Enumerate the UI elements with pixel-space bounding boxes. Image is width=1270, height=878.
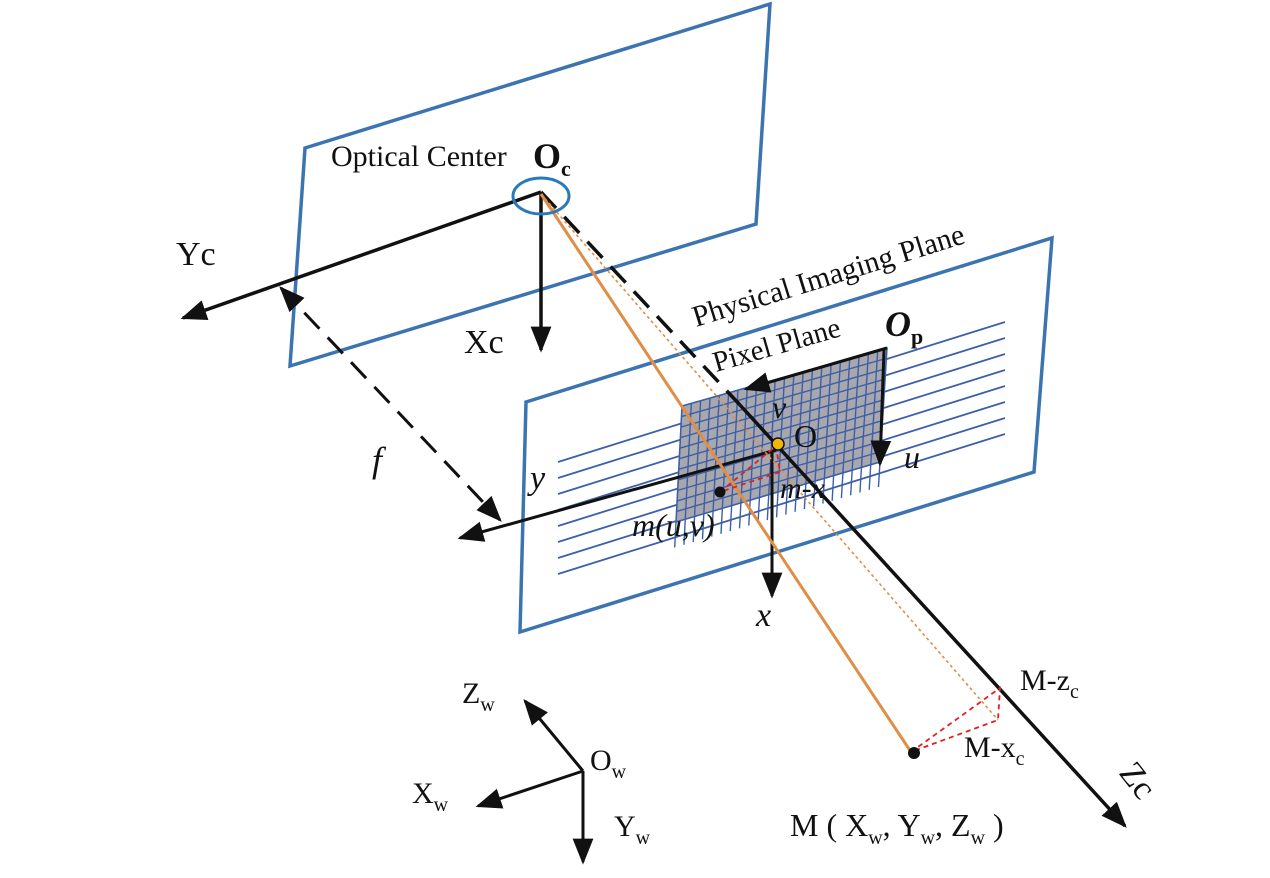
physical-imaging-plane — [518, 235, 1054, 635]
pixel-grid-tick — [868, 464, 872, 490]
pixel-grid-column — [693, 400, 702, 517]
pixel-grid-tick — [692, 516, 696, 543]
pixel-grid-tick — [877, 461, 881, 488]
pixel-grid-column — [712, 395, 720, 512]
projection-ray-dotted — [540, 193, 999, 721]
o-label: O — [794, 418, 817, 454]
pixel-grid-row — [679, 399, 885, 460]
u-axis — [870, 349, 892, 467]
pixel-grid-row — [676, 450, 881, 513]
xw-label: Xw — [412, 777, 449, 816]
m-uv-label: m(u,v) — [632, 507, 715, 543]
pixel-grid-column — [684, 403, 693, 520]
v-label: v — [772, 389, 787, 425]
pixel-grid-tick — [748, 500, 751, 526]
pixel-grid-column — [730, 390, 739, 506]
xw-axis — [475, 769, 584, 809]
optical-center-label: Optical Center — [331, 140, 507, 173]
pixel-grid-row — [680, 368, 886, 428]
pixel-grid-column — [814, 366, 823, 482]
pixel-grid-row — [677, 430, 883, 492]
pixel-grid-tick — [831, 475, 835, 501]
pixel-grid-tick — [683, 519, 686, 545]
pixel-grid-tick — [803, 483, 807, 510]
pixel-grid-column — [823, 363, 832, 479]
image-point-m — [714, 486, 726, 498]
m-x-label: m-x — [780, 472, 826, 505]
pixel-grid-row — [681, 357, 887, 418]
world-point-label: M ( Xw, Yw, Zw ) — [790, 807, 1004, 849]
m-xc-label: M-xc — [964, 731, 1025, 770]
pixel-grid-column — [851, 355, 860, 471]
ow-label: Ow — [590, 744, 627, 783]
yc-axis — [180, 190, 542, 321]
zc-label: Zc — [1112, 755, 1163, 806]
pixel-grid-row — [680, 378, 886, 439]
pixel-grid-tick — [766, 494, 770, 521]
pixel-grid-column — [832, 361, 842, 476]
zc-axis — [738, 403, 1127, 828]
focal-length-dimension — [279, 286, 502, 522]
pixel-plane-grid-ticks — [673, 461, 881, 548]
y-label: y — [527, 460, 546, 497]
optical-center-ring — [511, 176, 571, 216]
pixel-grid-tick — [794, 486, 798, 512]
pixel-grid-tick — [757, 497, 761, 523]
pixel-grid-tick — [720, 508, 724, 534]
oc-label: Oc — [533, 136, 571, 181]
pixel-grid-tick — [729, 505, 733, 532]
y-axis-image — [457, 448, 777, 542]
pixel-grid-tick — [738, 502, 742, 529]
world-point-M — [908, 747, 920, 759]
projection-ray — [539, 193, 913, 753]
pixel-grid-tick — [711, 511, 714, 537]
pixel-grid-tick — [785, 489, 788, 515]
yc-label: Yc — [176, 236, 216, 273]
pixel-grid-row — [679, 388, 885, 449]
pixel-grid-tick — [849, 470, 853, 496]
pixel-grid-row — [676, 440, 882, 502]
u-label: u — [904, 439, 920, 475]
zw-axis — [523, 698, 585, 772]
projection-triangles — [719, 444, 1002, 753]
pixel-grid-column — [805, 369, 814, 484]
pixel-grid-tick — [701, 513, 705, 540]
pixel-grid-tick — [840, 472, 844, 499]
x-label: x — [755, 597, 771, 634]
m-zc-label: M-zc — [1020, 664, 1079, 703]
image-origin-point — [771, 437, 785, 451]
pixel-grid-column — [786, 374, 795, 490]
pixel-grid-tick — [673, 521, 677, 548]
pixel-grid-tick — [775, 491, 779, 518]
f-label: f — [372, 440, 387, 480]
yw-label: Yw — [614, 810, 651, 849]
zw-label: Zw — [462, 677, 495, 716]
pixel-grid-column — [740, 387, 748, 503]
pixel-grid-tick — [822, 478, 826, 504]
pixel-grid-column — [860, 353, 870, 468]
pixel-grid-column — [842, 358, 851, 473]
pixel-grid-column — [703, 398, 711, 514]
zc-axis-dashed — [539, 190, 742, 407]
op-label: Op — [885, 304, 923, 349]
pixel-grid-tick — [859, 467, 863, 493]
v-axis — [743, 346, 888, 393]
xc-label: Xc — [464, 324, 504, 361]
